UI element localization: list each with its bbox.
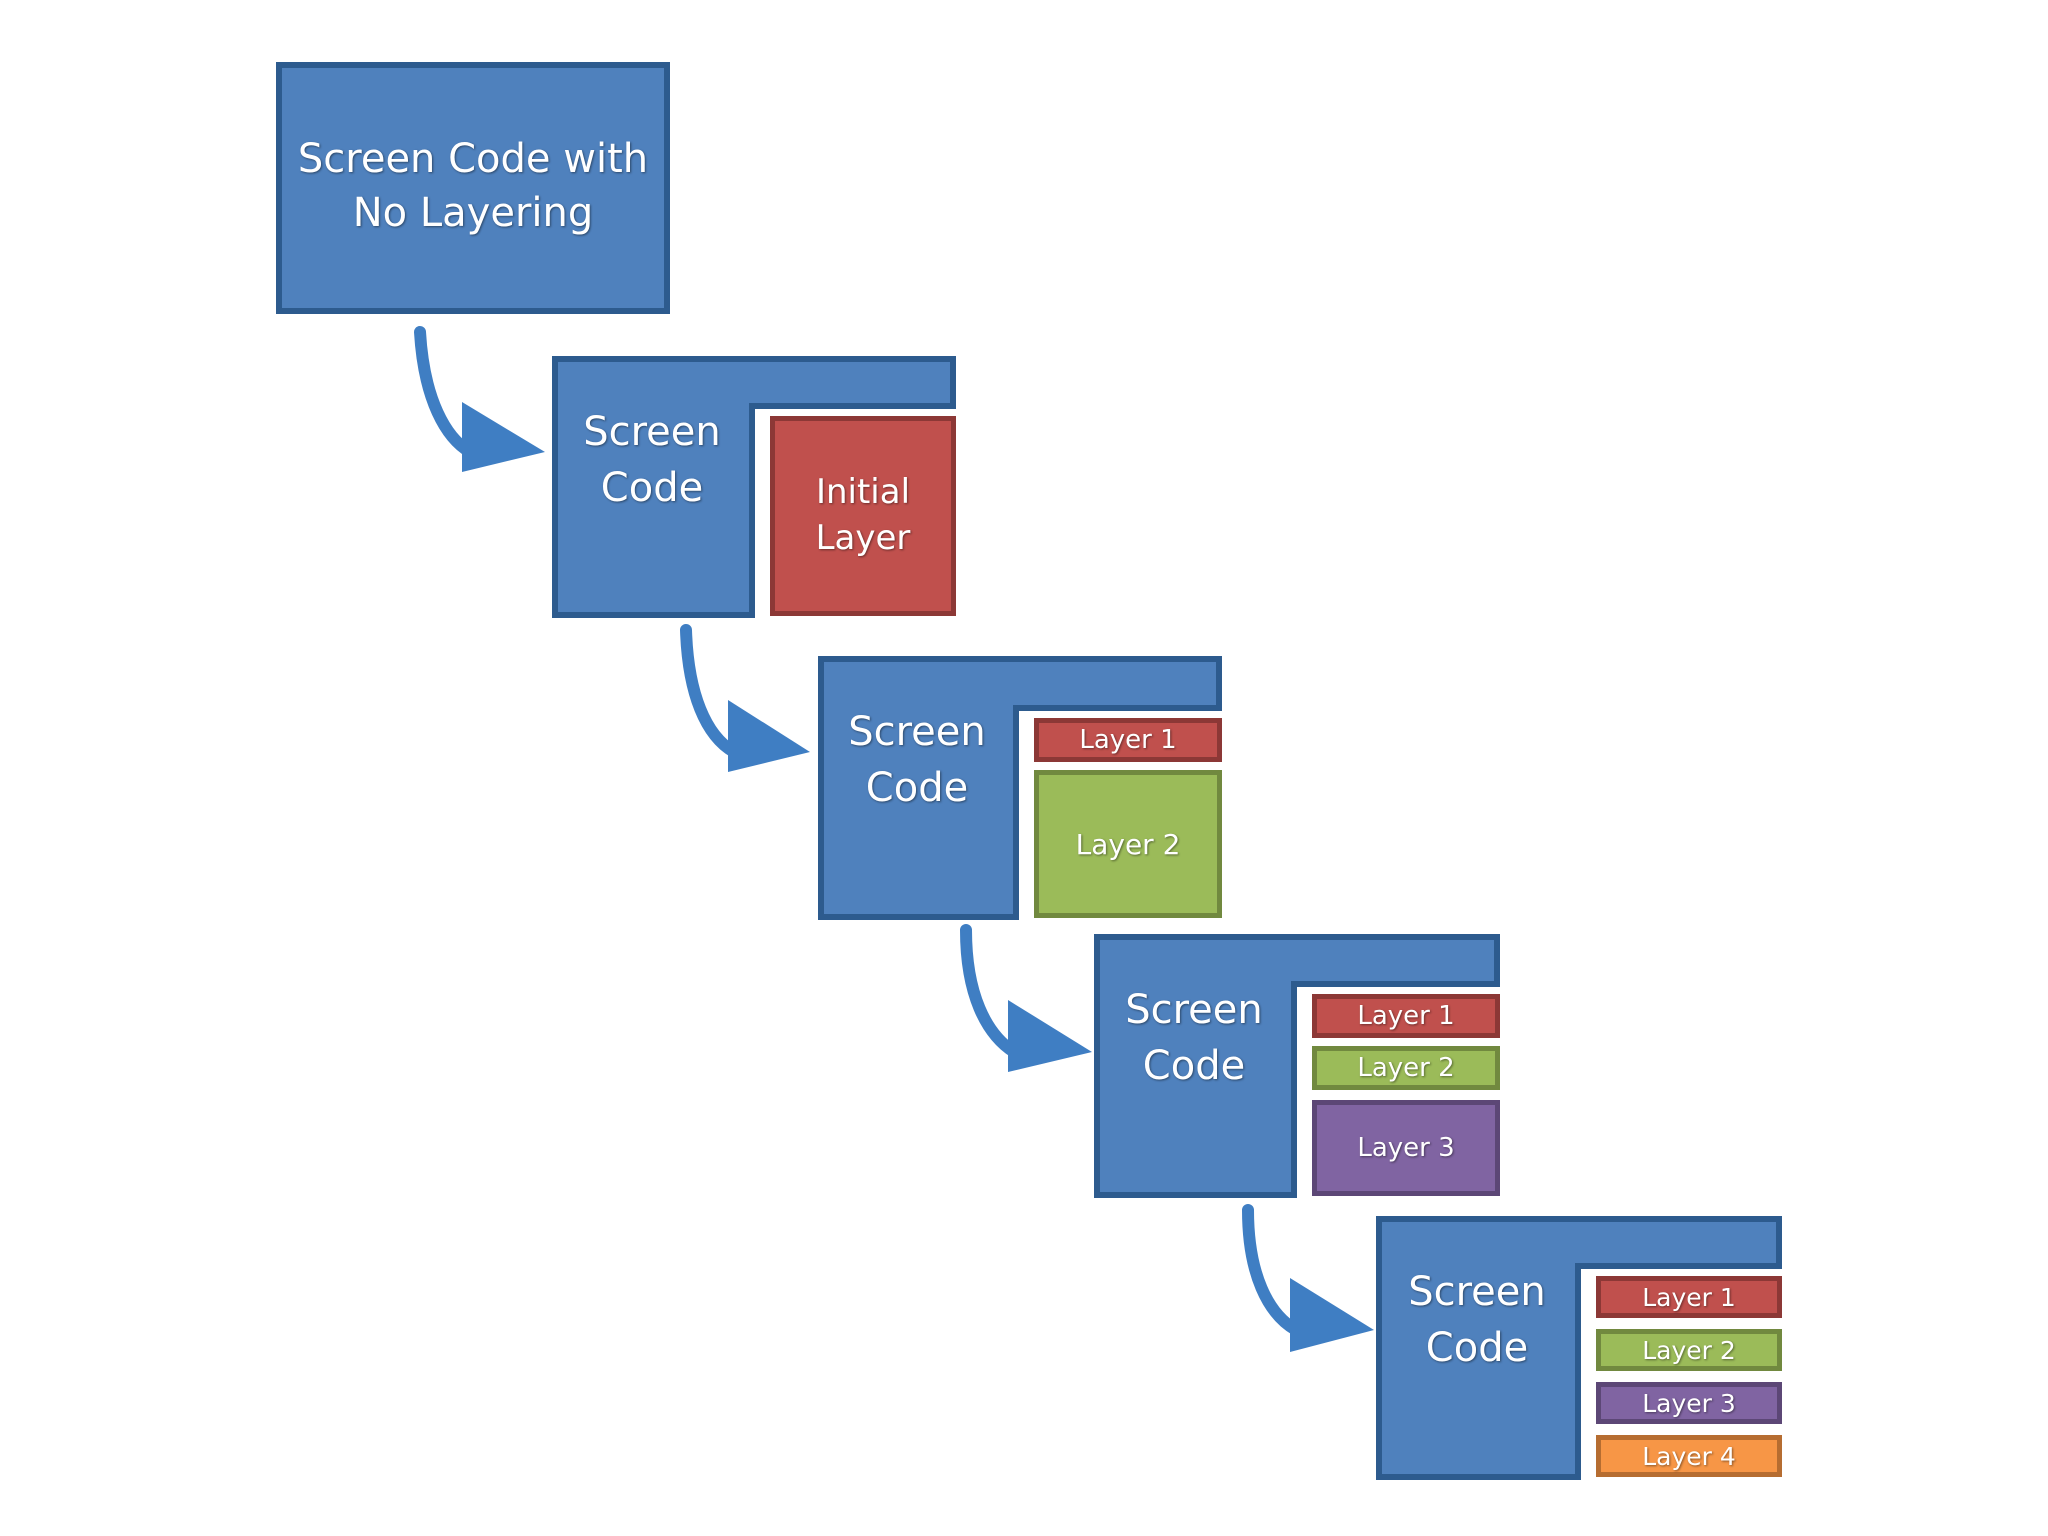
- step-title: Screen Code: [583, 409, 721, 511]
- step-title: Screen Code: [848, 709, 986, 811]
- flow-arrow: [1242, 1204, 1374, 1352]
- layer-3: Layer 3: [1312, 1100, 1500, 1196]
- layer-label: Layer 1: [1642, 1282, 1736, 1312]
- layer-label: Layer 2: [1357, 1053, 1455, 1083]
- arrow-head: [462, 402, 545, 472]
- arrow-head: [728, 700, 810, 772]
- layer-initial: Initial Layer: [770, 416, 956, 616]
- layer-label: Layer 1: [1079, 725, 1177, 755]
- layer-1: Layer 1: [1034, 718, 1222, 762]
- layer-label: Initial Layer: [815, 472, 911, 558]
- arrow-shaft: [680, 624, 740, 758]
- layer-label: Layer 2: [1642, 1335, 1736, 1365]
- step-no-layering: Screen Code with No Layering: [276, 62, 670, 314]
- layer-3: Layer 3: [1596, 1382, 1782, 1424]
- step-box-shape: [276, 62, 670, 314]
- layer-1: Layer 1: [1312, 994, 1500, 1038]
- layer-label: Layer 3: [1357, 1133, 1455, 1163]
- layer-label: Layer 1: [1357, 1001, 1455, 1031]
- step-box-shape: [1094, 934, 1500, 1198]
- arrow-shaft: [414, 326, 476, 458]
- step-box-shape: [552, 356, 956, 618]
- layer-label: Layer 2: [1075, 827, 1181, 861]
- step-box-shape: [818, 656, 1222, 920]
- arrow-shaft: [960, 924, 1020, 1058]
- flow-arrow: [960, 924, 1092, 1072]
- step-box-shape: [1376, 1216, 1782, 1480]
- step-title: Screen Code: [1408, 1269, 1546, 1371]
- layer-1: Layer 1: [1596, 1276, 1782, 1318]
- layer-2: Layer 2: [1312, 1046, 1500, 1090]
- arrow-shaft: [1242, 1204, 1302, 1336]
- step-initial-layer: Screen Code Initial Layer: [552, 356, 956, 618]
- layer-label: Layer 4: [1642, 1441, 1736, 1471]
- step-title: Screen Code: [1125, 987, 1263, 1089]
- arrow-head: [1290, 1278, 1374, 1352]
- layer-label: Layer 3: [1642, 1388, 1736, 1418]
- layer-4: Layer 4: [1596, 1435, 1782, 1477]
- flow-arrow: [680, 624, 810, 772]
- arrow-head: [1008, 1000, 1092, 1072]
- flow-arrow: [414, 326, 545, 472]
- step-title: Screen Code with No Layering: [297, 136, 649, 236]
- step-four-layers: Screen Code Layer 1 Layer 2 Layer 3 Laye…: [1376, 1216, 1782, 1480]
- step-three-layers: Screen Code Layer 1 Layer 2 Layer 3: [1094, 934, 1500, 1198]
- layer-2: Layer 2: [1596, 1329, 1782, 1371]
- step-two-layers: Screen Code Layer 1 Layer 2: [818, 656, 1222, 920]
- layer-2: Layer 2: [1034, 770, 1222, 918]
